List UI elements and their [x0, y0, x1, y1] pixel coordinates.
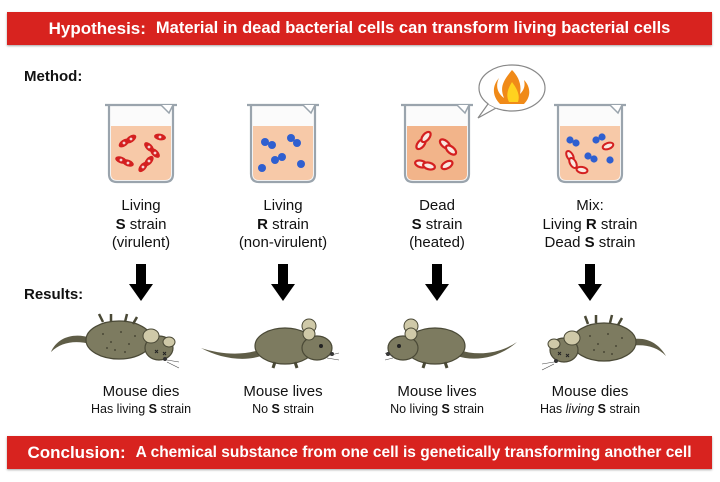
experiment-3: Dead S strain (heated) Mouse lives No li… — [357, 0, 517, 482]
caption-text: strain — [421, 215, 463, 233]
strain-letter: S — [271, 402, 280, 416]
caption-line-2: S strain — [357, 216, 517, 235]
conclusion-lead: Conclusion: — [27, 442, 126, 462]
detail-text: strain — [279, 402, 314, 416]
result-detail: Has living S strain — [61, 401, 221, 417]
caption-line-2: S strain — [61, 216, 221, 235]
result-outcome: Mouse dies — [551, 383, 629, 400]
result-detail: No living S strain — [357, 401, 517, 417]
down-arrow-icon — [129, 264, 153, 301]
experiment-2: Living R strain (non-virulent) Mouse liv… — [201, 0, 363, 482]
strain-letter: R — [585, 215, 597, 233]
down-arrow-icon — [578, 264, 602, 301]
caption-line-1: Mix: — [576, 197, 604, 214]
dead-mouse-icon — [541, 314, 666, 371]
hypothesis-banner: Hypothesis: Material in dead bacterial c… — [7, 12, 712, 45]
caption-text: Living — [542, 215, 586, 233]
detail-text: No living — [390, 402, 442, 416]
experiment-caption: Mix: Living R strain Dead S strain — [510, 197, 670, 253]
caption-line-3: (non-virulent) — [238, 234, 328, 251]
detail-text: strain — [605, 402, 641, 416]
strain-letter: S — [584, 234, 595, 251]
flame-icon — [477, 64, 546, 119]
detail-emphasis: living — [565, 402, 595, 416]
caption-line-3: Dead S strain — [510, 234, 670, 253]
conclusion-banner: Conclusion: A chemical substance from on… — [7, 436, 712, 469]
hypothesis-text: Material in dead bacterial cells can tra… — [155, 19, 671, 37]
detail-text: Has living — [90, 402, 149, 416]
beaker-icon — [554, 103, 626, 184]
caption-line-2: R strain — [203, 216, 363, 235]
caption-text: strain — [596, 215, 638, 233]
caption-text: strain — [594, 234, 636, 251]
detail-text: Has — [539, 402, 566, 416]
result-outcome: Mouse lives — [397, 383, 477, 400]
result-outcome: Mouse dies — [102, 383, 180, 400]
result: Mouse lives No S strain — [203, 383, 363, 417]
experiment-caption: Living R strain (non-virulent) — [203, 197, 363, 253]
down-arrow-icon — [425, 264, 449, 301]
strain-letter: S — [115, 215, 126, 233]
strain-letter: S — [148, 402, 157, 416]
result: Mouse dies Has living S strain — [61, 383, 221, 417]
strain-letter: S — [441, 402, 450, 416]
result: Mouse dies Has living S strain — [510, 383, 670, 417]
beaker-icon — [105, 103, 177, 184]
strain-letter: R — [257, 215, 268, 233]
caption-line-2: Living R strain — [510, 216, 670, 235]
strain-letter: S — [411, 215, 422, 233]
detail-text: No — [252, 402, 272, 416]
result-detail: No S strain — [203, 401, 363, 417]
caption-line-1: Living — [121, 197, 161, 214]
conclusion-text: A chemical substance from one cell is ge… — [135, 443, 692, 461]
caption-line-1: Living — [263, 197, 303, 214]
caption-line-3: (virulent) — [111, 234, 171, 251]
detail-text: strain — [449, 402, 484, 416]
living-mouse-icon — [201, 318, 340, 369]
hypothesis-lead: Hypothesis: — [48, 18, 146, 38]
caption-text: strain — [267, 215, 309, 233]
detail-text: strain — [156, 402, 192, 416]
experiment-4: Mix: Living R strain Dead S strain Mouse… — [510, 0, 670, 482]
experiment-1: Living S strain (virulent) Mouse dies Ha… — [51, 0, 221, 482]
method-label: Method: — [24, 68, 83, 85]
strain-letter: S — [597, 402, 606, 416]
results-label: Results: — [24, 286, 84, 303]
caption-line-1: Dead — [419, 197, 455, 214]
beaker-icon — [247, 103, 319, 184]
caption-line-3: (heated) — [409, 234, 465, 251]
dead-mouse-icon — [51, 313, 180, 369]
experiment-caption: Living S strain (virulent) — [61, 197, 221, 253]
result: Mouse lives No living S strain — [357, 383, 517, 417]
caption-text: Dead — [544, 234, 585, 251]
living-mouse-icon — [385, 318, 517, 369]
experiment-caption: Dead S strain (heated) — [357, 197, 517, 253]
result-detail: Has living S strain — [510, 401, 670, 417]
beaker-icon — [401, 103, 473, 184]
result-outcome: Mouse lives — [243, 383, 323, 400]
caption-text: strain — [125, 215, 167, 233]
down-arrow-icon — [271, 264, 295, 301]
